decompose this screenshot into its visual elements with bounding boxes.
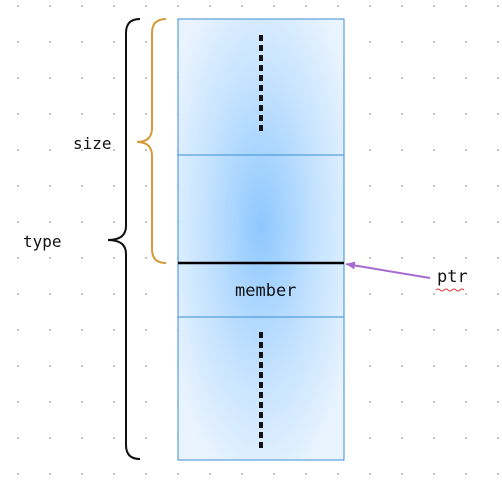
type-label: type [23, 232, 62, 251]
size-label: size [73, 134, 112, 153]
type-brace [107, 18, 141, 460]
member-label: member [235, 281, 297, 301]
size-brace [136, 18, 167, 264]
spellcheck-underline [435, 288, 465, 292]
ptr-arrow [345, 261, 431, 279]
ptr-label: ptr [437, 267, 468, 287]
